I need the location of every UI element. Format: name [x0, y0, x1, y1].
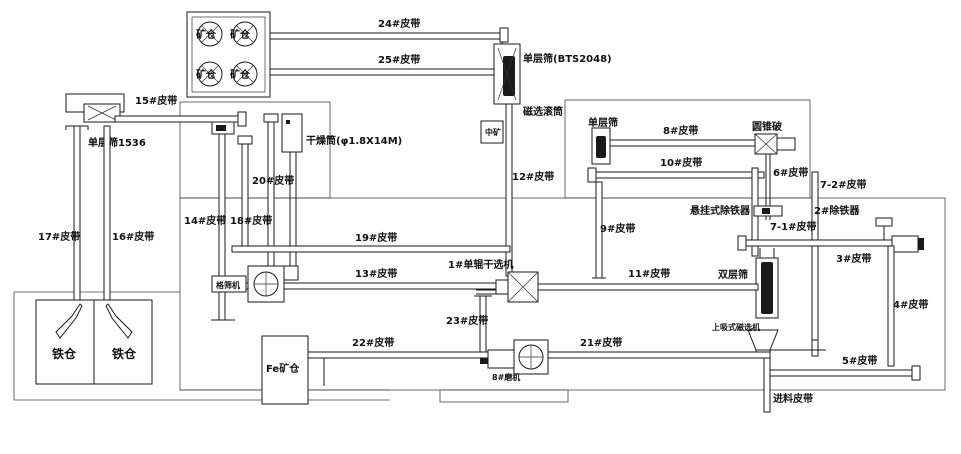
mill-label: 8#磨机: [492, 372, 520, 382]
screen-top-right: [591, 127, 611, 165]
bin-tr-label: 矿仓: [230, 28, 251, 41]
frame-crusher-room: [564, 99, 811, 199]
iron-bins: [35, 299, 153, 385]
mag-drum-label: 磁选滚筒: [523, 105, 563, 118]
bin-bl: [197, 61, 223, 87]
belt-11: [537, 283, 759, 291]
belt-21-label: 21#皮带: [580, 336, 622, 349]
belt-18: [237, 135, 253, 251]
fe-bin: [261, 335, 309, 405]
screen-double: [755, 248, 779, 319]
belt-22-label: 22#皮带: [352, 336, 394, 349]
screen-bts2048: [493, 42, 521, 105]
small-box-label: 中矿: [485, 127, 501, 137]
belt-11-label: 11#皮带: [628, 267, 670, 280]
fe-bin-label: Fe矿仓: [266, 362, 300, 375]
screen-top-right-label: 单层筛: [588, 116, 618, 129]
pulley-magnet-label: 上吸式磁选机: [712, 322, 760, 332]
frame-bin-area: [13, 291, 180, 400]
belt-20: [263, 113, 279, 279]
bin-tr: [232, 21, 258, 47]
belt-3: [875, 217, 924, 253]
belt-7-2: [811, 171, 819, 357]
cone-crusher-label: 圆锥破: [752, 120, 782, 133]
separator-1: [476, 271, 539, 303]
dryer-drum: [281, 113, 303, 276]
screen-1536: [65, 93, 125, 123]
belt-17-label: 17#皮带: [38, 230, 80, 243]
belt-18-label: 18#皮带: [230, 214, 272, 227]
belt-10: [587, 167, 765, 183]
belt-14: [211, 121, 235, 321]
iron-remover-2-label: 2#除铁器: [814, 204, 860, 217]
belt-12-label: 12#皮带: [512, 170, 554, 183]
feed-belt: [763, 355, 771, 413]
belt-6-label: 6#皮带: [773, 166, 808, 179]
belt-23-label: 23#皮带: [446, 314, 488, 327]
belt-9: [592, 181, 606, 279]
grading-unit-label: 格筛机: [216, 280, 240, 290]
feed-belt-label: 进料皮带: [773, 392, 813, 405]
mill: [480, 339, 549, 375]
bin-tl-label: 矿仓: [196, 28, 217, 41]
belt-5-label: 5#皮带: [842, 354, 877, 367]
belt-15: [114, 111, 247, 127]
bin-br-label: 矿仓: [230, 68, 251, 81]
belt-9-label: 9#皮带: [600, 222, 635, 235]
bin-br: [232, 61, 258, 87]
small-box: [480, 120, 504, 144]
screen-1536-label: 单层筛1536: [88, 136, 146, 149]
bin-cluster: 矿仓 矿仓 矿仓 矿仓: [186, 11, 271, 98]
belt-20-label: 20#皮带: [252, 174, 294, 187]
belt-22: [299, 351, 489, 386]
belt-4: [887, 245, 895, 367]
dryer-label: 干燥筒(φ1.8X14M): [306, 134, 402, 147]
belt-16: [103, 125, 111, 305]
iron-bin-right-label: 铁仓: [112, 346, 137, 361]
iron-remover-susp: [753, 205, 783, 217]
belt-7-1-label: 7-1#皮带: [770, 220, 816, 233]
belt-21: [547, 351, 771, 359]
building-frames: [13, 99, 946, 403]
belt-3-label: 3#皮带: [836, 252, 871, 265]
belt-15-label: 15#皮带: [135, 94, 177, 107]
iron-bin-left-label: 铁仓: [52, 346, 77, 361]
belt-8: [609, 139, 759, 147]
belt-7-2-lower: [770, 339, 826, 357]
belt-8-label: 8#皮带: [663, 124, 698, 137]
belt-25: [269, 63, 509, 79]
bin-bl-label: 矿仓: [196, 68, 217, 81]
belt-25-label: 25#皮带: [378, 53, 420, 66]
belt-7-2-label: 7-2#皮带: [820, 178, 866, 191]
belt-19: [231, 245, 511, 253]
belt-24: [269, 27, 509, 43]
belt-24-label: 24#皮带: [378, 17, 420, 30]
belt-16-label: 16#皮带: [112, 230, 154, 243]
belt-14-label: 14#皮带: [184, 214, 226, 227]
bin-cluster-frame: [186, 11, 271, 98]
belt-5: [769, 365, 921, 381]
grading-unit: [211, 265, 299, 303]
belt-13-label: 13#皮带: [355, 267, 397, 280]
separator-1-label: 1#单辊干选机: [448, 258, 513, 271]
bin-tl: [197, 21, 223, 47]
belt-10-label: 10#皮带: [660, 156, 702, 169]
iron-remover-susp-label: 悬挂式除铁器: [689, 204, 751, 217]
screen-bts-label: 单层筛(BTS2048): [523, 52, 612, 65]
belt-4-label: 4#皮带: [893, 298, 928, 311]
screen-double-label: 双层筛: [718, 268, 748, 281]
belt-19-label: 19#皮带: [355, 231, 397, 244]
belt-17: [65, 125, 89, 305]
